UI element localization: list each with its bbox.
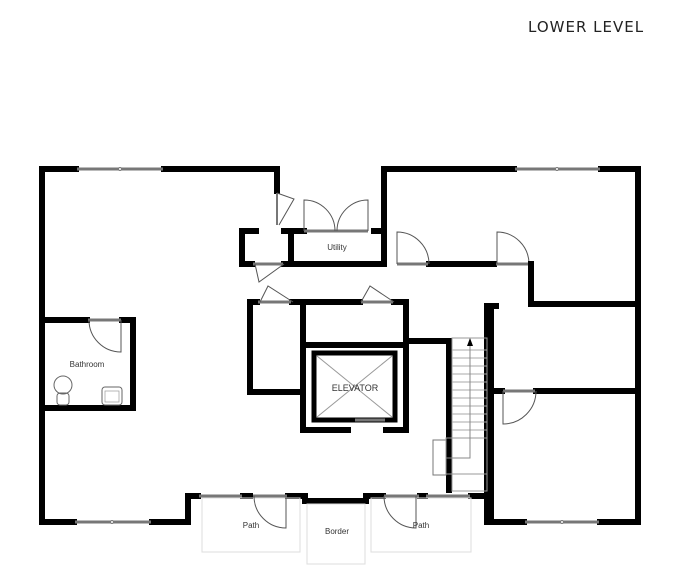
elevator-label: ELEVATOR xyxy=(332,383,379,393)
level-title: LOWER LEVEL xyxy=(528,18,645,36)
path-right-label: Path xyxy=(413,521,429,530)
right-top-doors xyxy=(396,231,641,525)
patios: Path Border Path xyxy=(201,494,472,565)
utility-label: Utility xyxy=(327,243,347,252)
path-left-label: Path xyxy=(243,521,259,530)
windows xyxy=(75,167,600,524)
bathroom-label: Bathroom xyxy=(70,360,105,369)
staircase xyxy=(432,337,488,492)
utility-room: Utility xyxy=(239,192,387,283)
border-label: Border xyxy=(325,527,349,536)
bathroom: Bathroom xyxy=(39,317,136,411)
elevator-core: ELEVATOR xyxy=(247,285,452,493)
